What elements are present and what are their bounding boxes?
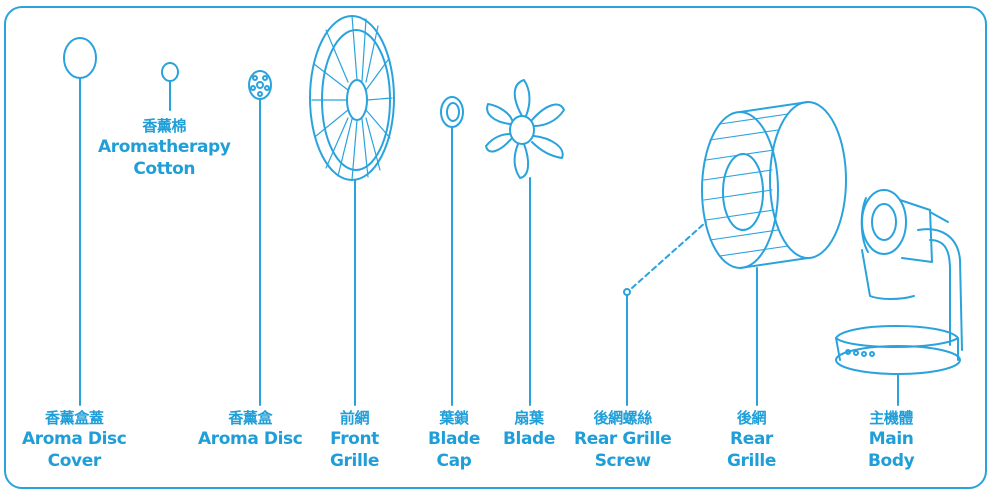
aroma-disc-drawing bbox=[249, 71, 271, 405]
label-en: Body bbox=[868, 450, 914, 472]
label-en: Cover bbox=[22, 450, 126, 472]
aromatherapy-cotton-drawing bbox=[162, 63, 178, 110]
label-en: Rear bbox=[727, 428, 776, 450]
label-en: Blade bbox=[428, 428, 480, 450]
label-zh: 香薰棉 bbox=[98, 116, 230, 136]
label-en: Front bbox=[330, 428, 379, 450]
rear-grille-drawing bbox=[702, 102, 846, 405]
label-zh: 葉鎖 bbox=[428, 408, 480, 428]
label-zh: 扇葉 bbox=[503, 408, 555, 428]
label-en: Screw bbox=[574, 450, 671, 472]
label-zh: 主機體 bbox=[868, 408, 914, 428]
label-en: Main bbox=[868, 428, 914, 450]
label-en: Rear Grille bbox=[574, 428, 671, 450]
label-zh: 後網螺絲 bbox=[574, 408, 671, 428]
label-rear-grille: 後網 Rear Grille bbox=[727, 408, 776, 472]
label-zh: 前網 bbox=[330, 408, 379, 428]
label-zh: 香薰盒蓋 bbox=[22, 408, 126, 428]
label-blade: 扇葉 Blade bbox=[503, 408, 555, 450]
label-zh: 香薰盒 bbox=[198, 408, 302, 428]
label-aroma-disc: 香薰盒 Aroma Disc bbox=[198, 408, 302, 450]
front-grille-drawing bbox=[310, 16, 394, 405]
label-en: Aromatherapy bbox=[98, 136, 230, 158]
label-en: Blade bbox=[503, 428, 555, 450]
aroma-disc-cover-drawing bbox=[64, 38, 96, 405]
blade-drawing bbox=[486, 80, 564, 405]
label-en: Grille bbox=[727, 450, 776, 472]
label-blade-cap: 葉鎖 Blade Cap bbox=[428, 408, 480, 472]
label-front-grille: 前網 Front Grille bbox=[330, 408, 379, 472]
label-en: Cotton bbox=[98, 158, 230, 180]
label-rear-grille-screw: 後網螺絲 Rear Grille Screw bbox=[574, 408, 671, 472]
label-en: Aroma Disc bbox=[198, 428, 302, 450]
label-en: Grille bbox=[330, 450, 379, 472]
rear-grille-screw-drawing bbox=[624, 222, 706, 405]
blade-cap-drawing bbox=[441, 97, 463, 405]
label-aroma-disc-cover: 香薰盒蓋 Aroma Disc Cover bbox=[22, 408, 126, 472]
label-main-body: 主機體 Main Body bbox=[868, 408, 914, 472]
label-zh: 後網 bbox=[727, 408, 776, 428]
label-aromatherapy-cotton: 香薰棉 Aromatherapy Cotton bbox=[98, 116, 230, 180]
main-body-drawing bbox=[836, 190, 962, 405]
label-en: Cap bbox=[428, 450, 480, 472]
label-en: Aroma Disc bbox=[22, 428, 126, 450]
